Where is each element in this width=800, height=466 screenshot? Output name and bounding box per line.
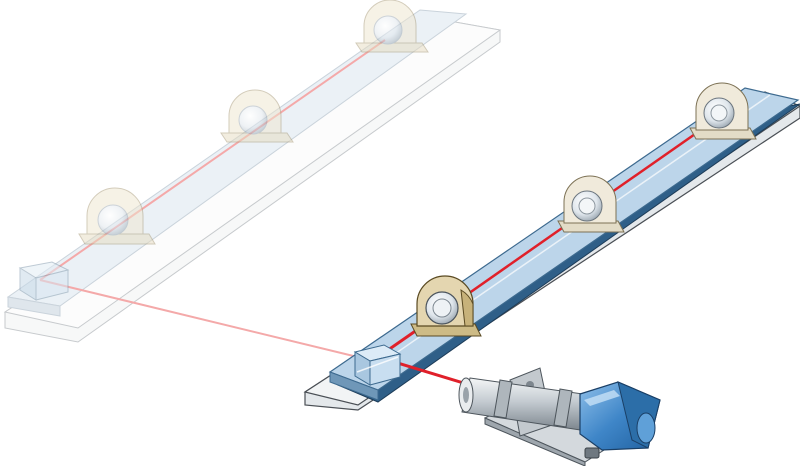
mirror-mount-ghost-2 (220, 89, 294, 143)
mirror-mount-main-1 (410, 275, 482, 337)
mirror-mount-main-3 (689, 82, 757, 140)
laser-head (458, 367, 661, 466)
beam-splitter-main (353, 344, 402, 386)
beam-splitter-ghost (18, 261, 70, 301)
mirror-mount-ghost-3 (355, 0, 429, 53)
mirror-mount-ghost-1 (78, 187, 156, 245)
mirror-mount-main-2 (557, 175, 625, 233)
